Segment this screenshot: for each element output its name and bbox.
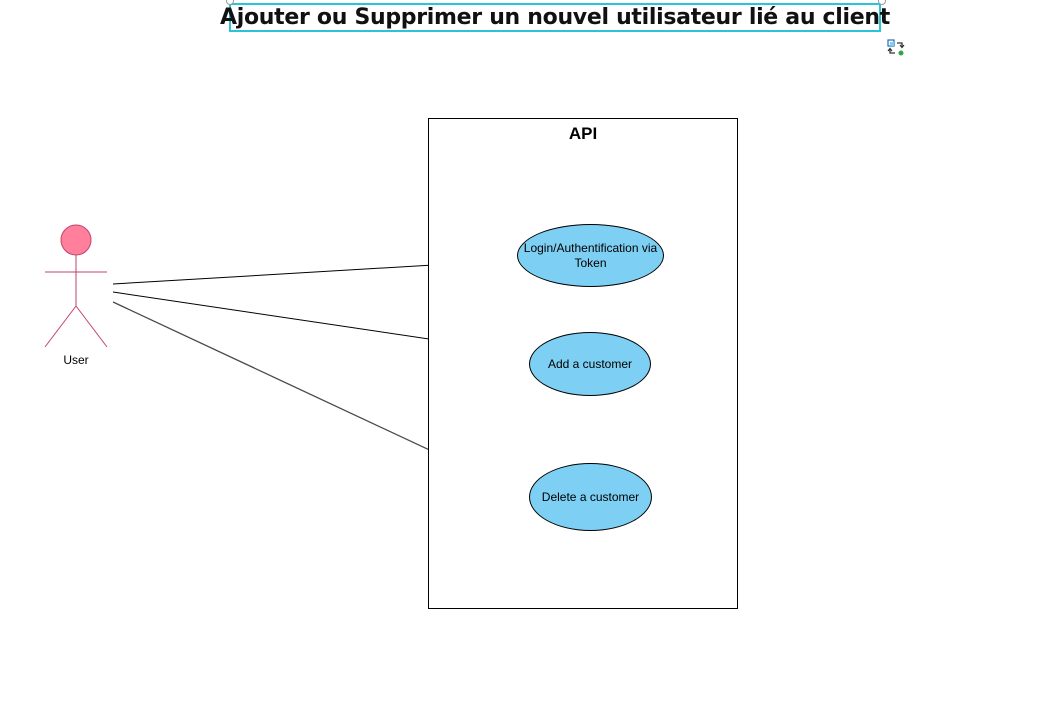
actor-right-leg (75, 305, 108, 348)
use-case-delete-customer[interactable]: Delete a customer (529, 463, 652, 531)
actor-head (60, 224, 92, 256)
resize-handle-top-right[interactable] (878, 0, 886, 5)
use-case-delete-customer-label: Delete a customer (541, 489, 640, 504)
use-case-add-customer-label: Add a customer (547, 356, 633, 371)
actor-figure[interactable] (44, 224, 108, 348)
resize-handle-top-left[interactable] (226, 0, 234, 5)
diagram-title[interactable]: Ajouter ou Supprimer un nouvel utilisate… (220, 3, 890, 32)
actor-left-leg (44, 305, 77, 348)
use-case-add-customer[interactable]: Add a customer (529, 332, 651, 396)
use-case-login-label: Login/Authentification via Token (523, 240, 658, 270)
actor-label: User (63, 353, 89, 367)
system-label: API (568, 124, 598, 143)
use-case-login[interactable]: Login/Authentification via Token (517, 224, 664, 287)
replace-shape-icon[interactable] (887, 39, 905, 57)
